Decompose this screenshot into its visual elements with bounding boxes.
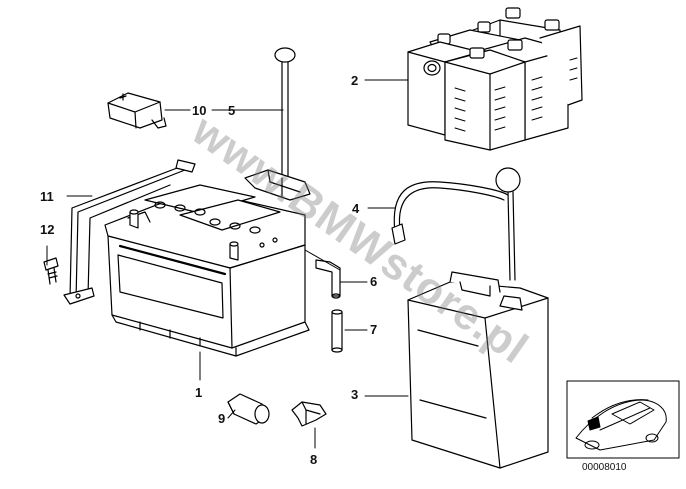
callout-6: 6: [370, 274, 378, 289]
battery: [105, 185, 309, 356]
vent-elbow: [316, 260, 340, 298]
leader-lines: [47, 80, 408, 448]
hold-down-clamp: [245, 170, 310, 200]
callout-5: 5: [228, 103, 236, 118]
plug: [228, 394, 269, 424]
canister-multipack: [408, 8, 582, 150]
vehicle-thumbnail: [567, 381, 679, 458]
battery-location-marker: [588, 417, 600, 430]
bolt: [44, 258, 58, 284]
bracket-rail: [64, 160, 195, 304]
callout-4: 4: [352, 201, 360, 216]
callout-10: 10: [192, 103, 207, 118]
callout-9: 9: [218, 411, 226, 426]
diagram-reference-number: 00008010: [582, 462, 627, 473]
vent-hose: [332, 310, 342, 352]
callout-3: 3: [351, 387, 359, 402]
callout-8: 8: [310, 452, 318, 467]
callout-2: 2: [351, 73, 359, 88]
terminal-cover: [108, 93, 166, 128]
callout-12: 12: [40, 222, 55, 237]
jerry-can: [408, 272, 548, 468]
callout-11: 11: [40, 189, 54, 204]
callout-7: 7: [370, 322, 378, 337]
clip: [292, 402, 326, 426]
filler-hose: [392, 168, 520, 280]
callout-1: 1: [195, 385, 203, 400]
hold-down-rod: [275, 48, 295, 180]
